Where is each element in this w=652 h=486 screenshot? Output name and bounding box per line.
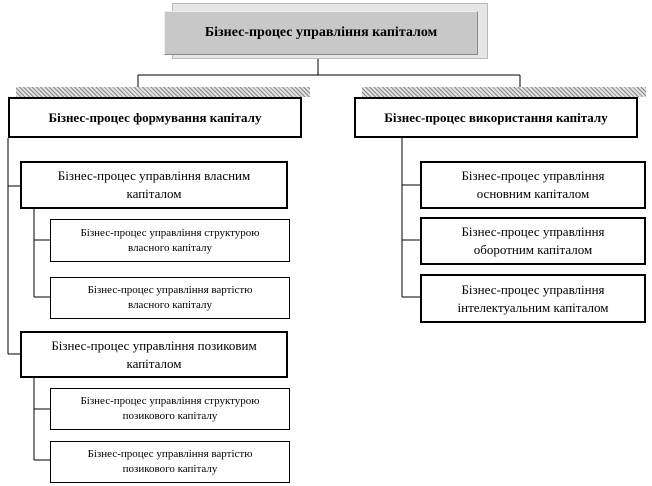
root-box: Бізнес-процес управління капіталом: [164, 11, 478, 55]
borrowed-capital-box: Бізнес-процес управління позиковим капіт…: [20, 331, 288, 378]
usage-label: Бізнес-процес використання капіталу: [384, 109, 608, 125]
borrowed-cost-line1: Бізнес-процес управління вартістю: [87, 448, 253, 461]
borrowed-capital-label-line2: капіталом: [126, 355, 182, 371]
own-cost-box: Бізнес-процес управління вартістю власно…: [50, 277, 290, 319]
formation-label: Бізнес-процес формування капіталу: [48, 109, 262, 125]
intellectual-capital-box: Бізнес-процес управління інтелектуальним…: [420, 274, 646, 323]
intellectual-capital-line2: інтелектуальним капіталом: [457, 299, 609, 315]
own-capital-label-line2: капіталом: [126, 186, 182, 201]
fixed-capital-line1: Бізнес-процес управління: [461, 168, 605, 184]
own-cost-line2: власного капіталу: [128, 299, 212, 311]
root-label: Бізнес-процес управління капіталом: [204, 25, 438, 40]
borrowed-cost-line2: позикового капіталу: [122, 463, 218, 475]
own-capital-label-line1: Бізнес-процес управління власним: [57, 168, 251, 184]
working-capital-line1: Бізнес-процес управління: [461, 224, 605, 240]
borrowed-structure-line2: позикового капіталу: [122, 410, 218, 422]
formation-box-hatch: [16, 87, 310, 97]
working-capital-box: Бізнес-процес управління оборотним капіт…: [420, 217, 646, 265]
own-structure-box: Бізнес-процес управління структурою влас…: [50, 219, 290, 262]
borrowed-capital-label-line1: Бізнес-процес управління позиковим: [51, 337, 257, 353]
fixed-capital-line2: основним капіталом: [476, 186, 590, 201]
own-cost-line1: Бізнес-процес управління вартістю: [87, 284, 253, 297]
usage-box: Бізнес-процес використання капіталу: [354, 97, 638, 138]
fixed-capital-box: Бізнес-процес управління основним капіта…: [420, 161, 646, 209]
own-structure-line2: власного капіталу: [128, 241, 212, 254]
borrowed-structure-box: Бізнес-процес управління структурою пози…: [50, 388, 290, 430]
usage-box-hatch: [362, 87, 646, 97]
working-capital-line2: оборотним капіталом: [473, 242, 593, 257]
own-structure-line1: Бізнес-процес управління структурою: [80, 226, 260, 239]
borrowed-cost-box: Бізнес-процес управління вартістю позико…: [50, 441, 290, 483]
intellectual-capital-line1: Бізнес-процес управління: [461, 281, 605, 297]
formation-box: Бізнес-процес формування капіталу: [8, 97, 302, 138]
own-capital-box: Бізнес-процес управління власним капітал…: [20, 161, 288, 209]
borrowed-structure-line1: Бізнес-процес управління структурою: [80, 395, 260, 408]
